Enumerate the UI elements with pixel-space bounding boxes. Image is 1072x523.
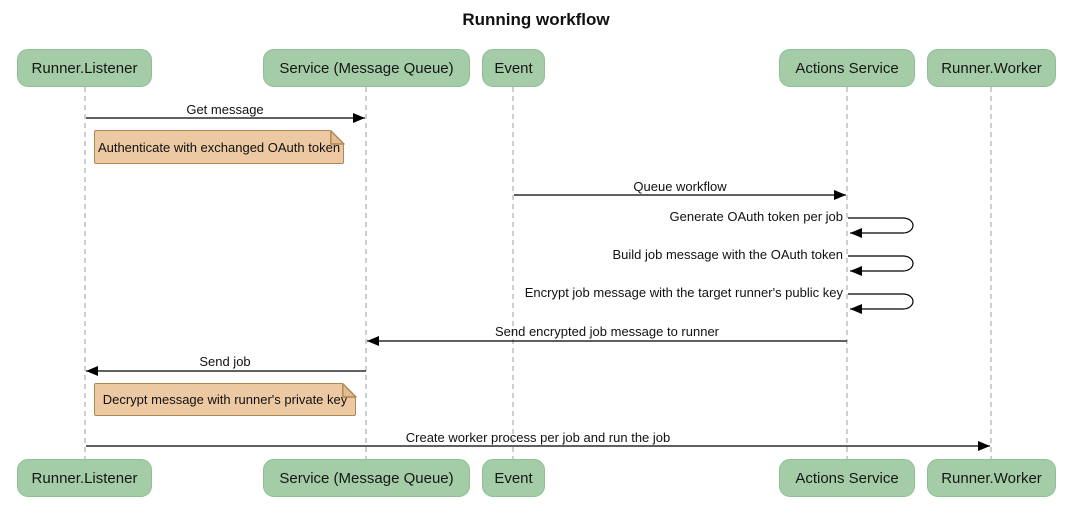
actor-runner-worker-top: Runner.Worker [927, 49, 1056, 87]
note-authenticate-oauth-text: Authenticate with exchanged OAuth token [97, 139, 341, 155]
actor-service-message-queue-bottom: Service (Message Queue) [263, 459, 470, 497]
note-decrypt-private-key: Decrypt message with runner's private ke… [94, 382, 357, 416]
actor-actions-service-bottom: Actions Service [779, 459, 915, 497]
message-label-create-worker-process: Create worker process per job and run th… [405, 430, 671, 445]
arrow-self-build-job-message [848, 255, 914, 276]
actor-event-top: Event [482, 49, 545, 87]
note-authenticate-oauth: Authenticate with exchanged OAuth token [94, 129, 345, 164]
arrow-self-generate-oauth-token [848, 217, 914, 238]
actor-actions-service-top: Actions Service [779, 49, 915, 87]
message-label-queue-workflow: Queue workflow [633, 179, 727, 194]
actor-event-bottom: Event [482, 459, 545, 497]
message-label-generate-oauth-token: Generate OAuth token per job [669, 209, 843, 224]
actor-runner-worker-bottom: Runner.Worker [927, 459, 1056, 497]
arrow-self-encrypt-job-message [848, 293, 914, 314]
message-label-send-encrypted-job: Send encrypted job message to runner [494, 324, 720, 339]
message-label-encrypt-job-message: Encrypt job message with the target runn… [524, 285, 843, 300]
diagram-title: Running workflow [462, 10, 610, 29]
message-label-build-job-message: Build job message with the OAuth token [612, 247, 843, 262]
note-fold-icon [341, 382, 357, 398]
note-decrypt-private-key-text: Decrypt message with runner's private ke… [102, 392, 348, 407]
message-label-get-message: Get message [186, 102, 264, 117]
actor-runner-listener-bottom: Runner.Listener [17, 459, 152, 497]
actor-runner-listener-top: Runner.Listener [17, 49, 152, 87]
message-label-send-job: Send job [199, 354, 251, 369]
note-fold-icon [329, 129, 345, 145]
actor-service-message-queue-top: Service (Message Queue) [263, 49, 470, 87]
